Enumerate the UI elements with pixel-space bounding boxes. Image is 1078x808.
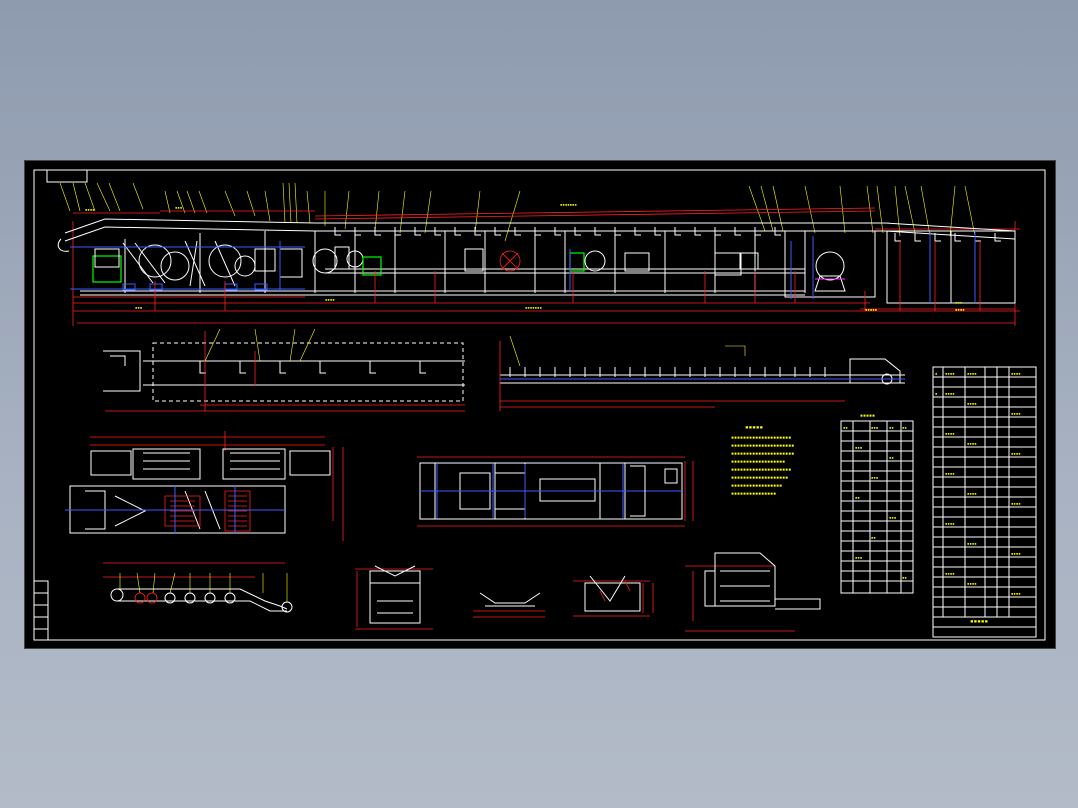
idler-section-2 <box>473 592 545 618</box>
svg-text:▪▪▪▪: ▪▪▪▪ <box>967 371 977 376</box>
svg-text:▪▪▪▪: ▪▪▪▪ <box>967 581 977 586</box>
title-block: ▪▪▪▪▪▪▪▪▪▪▪▪▪ ▪▪▪▪▪▪▪▪▪▪▪▪▪ ▪▪▪▪▪▪▪▪▪▪▪▪… <box>932 366 1037 638</box>
svg-text:▪▪▪▪▪▪▪▪▪▪▪▪▪▪▪▪▪▪: ▪▪▪▪▪▪▪▪▪▪▪▪▪▪▪▪▪▪ <box>731 459 785 465</box>
svg-text:▪▪: ▪▪ <box>889 425 894 430</box>
plan-dashed-envelope <box>152 342 464 402</box>
leader-lines <box>59 182 976 242</box>
svg-text:▪▪▪▪: ▪▪▪▪ <box>1011 371 1021 376</box>
svg-text:▪▪▪▪: ▪▪▪▪ <box>1011 551 1021 556</box>
station-markers <box>154 241 981 311</box>
svg-text:▪▪▪▪: ▪▪▪▪ <box>967 441 977 446</box>
svg-text:▪▪▪: ▪▪▪ <box>135 305 142 310</box>
cad-drawing-canvas: ▪▪▪▪▪▪▪▪▪▪▪▪▪▪ ▪▪▪▪▪▪▪▪▪▪▪▪▪▪ ▪▪▪▪▪▪▪▪▪▪… <box>33 169 1046 641</box>
drive-unit <box>92 240 846 292</box>
svg-text:▪▪▪▪: ▪▪▪▪ <box>1011 451 1021 456</box>
notes-text-block: ▪▪▪▪▪▪▪▪▪▪▪▪▪▪▪▪▪▪▪▪ ▪▪▪▪▪▪▪▪▪▪▪▪▪▪▪▪▪▪▪… <box>731 435 794 497</box>
svg-text:▪▪▪: ▪▪▪ <box>175 205 182 210</box>
svg-text:▪▪▪▪: ▪▪▪▪ <box>1011 411 1021 416</box>
tail-pulley <box>815 251 845 281</box>
svg-text:▪▪▪▪: ▪▪▪▪ <box>945 571 955 576</box>
table-row-lines <box>841 421 913 593</box>
drive-plan-view <box>65 431 344 541</box>
svg-text:▪▪▪▪▪▪▪▪▪▪▪▪▪▪▪▪▪▪▪▪▪: ▪▪▪▪▪▪▪▪▪▪▪▪▪▪▪▪▪▪▪▪▪ <box>731 443 794 449</box>
svg-text:▪▪▪▪: ▪▪▪▪ <box>955 307 965 312</box>
roller-layout-diagram <box>103 562 293 613</box>
svg-text:▪▪▪: ▪▪▪ <box>889 515 896 520</box>
plan-leaders <box>204 328 746 367</box>
blue-structure <box>70 231 976 303</box>
svg-text:▪▪▪▪: ▪▪▪▪ <box>945 371 955 376</box>
svg-text:▪▪▪▪▪▪▪: ▪▪▪▪▪▪▪ <box>560 202 577 207</box>
svg-text:▪▪▪▪▪: ▪▪▪▪▪ <box>860 413 875 419</box>
svg-text:▪▪: ▪▪ <box>889 455 894 460</box>
svg-text:▪▪: ▪▪ <box>871 535 876 540</box>
main-elevation-view: ▪▪▪▪▪▪▪▪▪▪▪▪▪▪ ▪▪▪▪▪▪▪▪▪▪▪▪▪▪ ▪▪▪▪▪▪▪▪▪▪… <box>57 182 1020 326</box>
plan-layout-view <box>103 328 905 412</box>
svg-text:▪▪: ▪▪ <box>902 575 907 580</box>
svg-text:▪▪▪▪: ▪▪▪▪ <box>945 521 955 526</box>
svg-text:▪▪▪▪▪▪▪▪▪▪▪▪▪▪▪▪▪▪▪: ▪▪▪▪▪▪▪▪▪▪▪▪▪▪▪▪▪▪▪ <box>731 475 788 481</box>
svg-text:▪▪▪▪: ▪▪▪▪ <box>945 431 955 436</box>
dimension-text-marks: ▪▪▪▪▪▪▪▪▪▪▪▪▪▪ ▪▪▪▪▪▪▪▪▪▪▪▪▪▪ ▪▪▪▪▪▪▪▪▪▪… <box>85 202 965 312</box>
roller <box>146 592 158 604</box>
svg-text:▪▪▪▪▪: ▪▪▪▪▪ <box>745 424 763 431</box>
svg-text:▪▪▪▪: ▪▪▪▪ <box>85 207 95 212</box>
technical-requirements-notes: ▪▪▪▪▪ ▪▪▪▪▪▪▪▪▪▪▪▪▪▪▪▪▪▪▪▪ ▪▪▪▪▪▪▪▪▪▪▪▪▪… <box>731 424 794 497</box>
tail-detail-view <box>417 456 694 527</box>
svg-text:▪: ▪ <box>935 391 937 396</box>
tension-pulley <box>499 250 521 272</box>
svg-text:▪▪▪▪: ▪▪▪▪ <box>1011 501 1021 506</box>
svg-text:▪▪▪▪▪: ▪▪▪▪▪ <box>865 307 877 312</box>
svg-text:▪▪▪▪: ▪▪▪▪ <box>967 401 977 406</box>
svg-text:▪▪: ▪▪ <box>855 495 860 500</box>
bom-row-lines <box>933 367 1036 628</box>
drive-plan-dimensions <box>90 431 344 541</box>
svg-text:▪▪▪▪: ▪▪▪▪ <box>967 541 977 546</box>
svg-text:▪▪▪▪▪▪▪▪▪▪▪▪▪▪▪▪▪▪▪▪▪: ▪▪▪▪▪▪▪▪▪▪▪▪▪▪▪▪▪▪▪▪▪ <box>731 451 794 457</box>
conveyor-frame <box>57 218 1016 304</box>
svg-text:▪▪: ▪▪ <box>843 425 848 430</box>
svg-text:▪▪▪: ▪▪▪ <box>855 555 862 560</box>
svg-text:▪▪▪▪: ▪▪▪▪ <box>967 491 977 496</box>
sheet-border <box>33 169 1046 641</box>
idler-section-4 <box>685 552 821 632</box>
sheet-corner-label-box <box>46 169 88 183</box>
cad-drawing-sheet: ▪▪▪▪▪▪▪▪▪▪▪▪▪▪ ▪▪▪▪▪▪▪▪▪▪▪▪▪▪ ▪▪▪▪▪▪▪▪▪▪… <box>24 160 1056 649</box>
bom-cell-marks: ▪▪▪▪▪▪▪▪▪▪▪▪▪ ▪▪▪▪▪▪▪▪▪▪▪▪▪ ▪▪▪▪▪▪▪▪▪▪▪▪… <box>935 371 1021 596</box>
svg-text:▪▪▪: ▪▪▪ <box>955 300 962 305</box>
svg-text:▪▪▪▪: ▪▪▪▪ <box>325 297 335 302</box>
svg-text:▪▪▪: ▪▪▪ <box>855 445 862 450</box>
revision-strip <box>33 580 49 641</box>
idler-section-1 <box>355 565 433 630</box>
idler-section-views <box>355 552 821 632</box>
drive-bucket-hatch <box>164 490 251 532</box>
plan-dimensions <box>105 331 845 412</box>
svg-text:▪▪: ▪▪ <box>902 425 907 430</box>
parts-list-table: ▪▪▪▪▪▪▪▪▪ ▪▪▪▪▪▪▪▪▪▪ ▪▪▪▪▪▪▪▪▪▪ ▪▪▪▪▪ <box>840 413 914 594</box>
svg-text:▪▪▪▪: ▪▪▪▪ <box>945 391 955 396</box>
drive-pulley <box>138 244 172 278</box>
plan-idler-marks <box>199 361 826 377</box>
svg-text:▪▪▪▪: ▪▪▪▪ <box>945 471 955 476</box>
svg-text:▪▪▪▪▪: ▪▪▪▪▪ <box>970 618 988 625</box>
svg-text:▪: ▪ <box>935 371 937 376</box>
idler-section-3 <box>573 575 654 617</box>
svg-text:▪▪▪▪▪▪▪▪▪▪▪▪▪▪▪▪▪▪▪▪: ▪▪▪▪▪▪▪▪▪▪▪▪▪▪▪▪▪▪▪▪ <box>731 467 791 473</box>
table-cell-marks: ▪▪▪▪▪▪▪▪▪ ▪▪▪▪▪▪▪▪▪▪ ▪▪▪▪▪▪▪▪▪▪ <box>843 425 907 580</box>
svg-text:▪▪▪▪▪▪▪: ▪▪▪▪▪▪▪ <box>525 305 542 310</box>
svg-text:▪▪▪▪▪▪▪▪▪▪▪▪▪▪▪▪▪: ▪▪▪▪▪▪▪▪▪▪▪▪▪▪▪▪▪ <box>731 483 782 489</box>
svg-text:▪▪▪: ▪▪▪ <box>871 475 878 480</box>
svg-text:▪▪▪: ▪▪▪ <box>871 425 878 430</box>
svg-text:▪▪▪▪: ▪▪▪▪ <box>1011 591 1021 596</box>
svg-text:▪▪▪▪▪▪▪▪▪▪▪▪▪▪▪: ▪▪▪▪▪▪▪▪▪▪▪▪▪▪▪ <box>731 491 776 497</box>
svg-text:▪▪▪▪▪▪▪▪▪▪▪▪▪▪▪▪▪▪▪▪: ▪▪▪▪▪▪▪▪▪▪▪▪▪▪▪▪▪▪▪▪ <box>731 435 791 441</box>
motor <box>92 255 122 283</box>
top-dimensions <box>72 207 1020 326</box>
roller <box>110 588 124 602</box>
